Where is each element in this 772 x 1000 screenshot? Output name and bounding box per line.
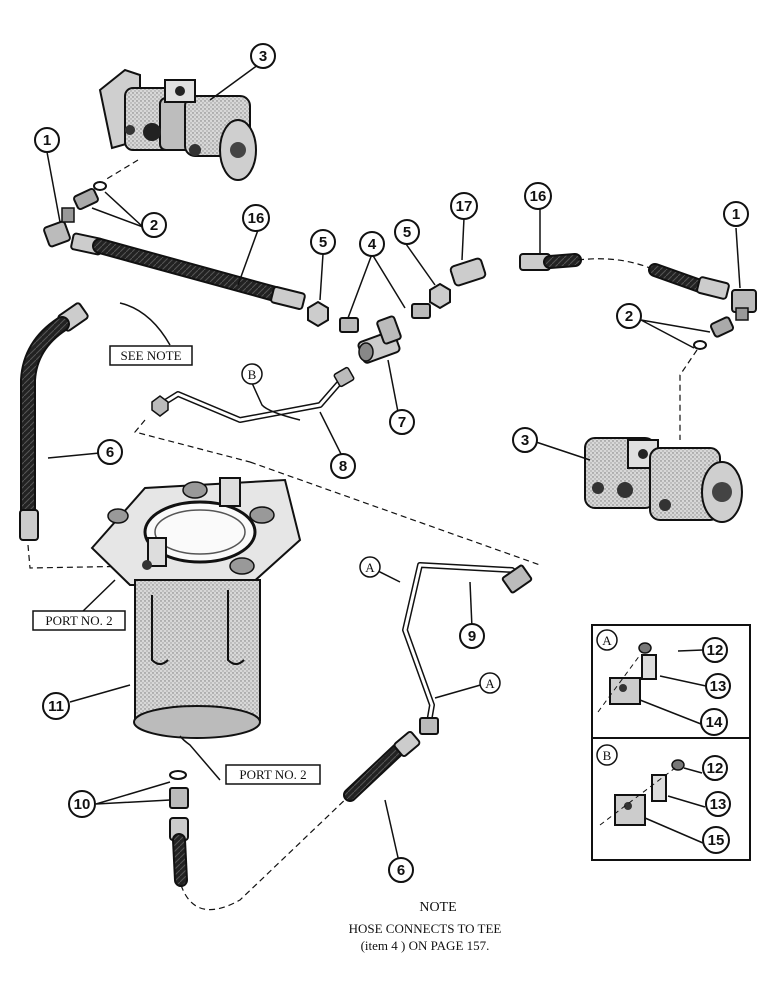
adapter-fitting-right [693, 316, 735, 350]
see-note-label: SEE NOTE [109, 345, 193, 366]
callout-1-left: 1 [34, 127, 60, 153]
port-no2-bottom-text: PORT NO. 2 [239, 767, 306, 782]
callout-16-right-text: 16 [530, 188, 547, 205]
adapter-4-right [411, 303, 431, 319]
note-title: NOTE [419, 900, 456, 915]
callout-5-left-text: 5 [319, 234, 327, 251]
callout-9: 9 [459, 623, 485, 649]
adapter-fitting-left [73, 181, 107, 211]
ref-a-tube-top-text: A [365, 560, 375, 575]
callout-17: 17 [450, 192, 478, 220]
callout-3-right: 3 [512, 427, 538, 453]
hose-assembly-6-left [19, 302, 89, 541]
ref-b-box: B [596, 744, 618, 766]
see-note-text: SEE NOTE [120, 348, 181, 363]
callout-16-left-text: 16 [248, 210, 265, 227]
callout-10-text: 10 [74, 796, 91, 813]
callout-7: 7 [389, 409, 415, 435]
callout-6-bottom: 6 [388, 857, 414, 883]
callout-5-right: 5 [394, 219, 420, 245]
note-block: NOTE HOSE CONNECTS TO TEE (item 4 ) ON P… [349, 900, 502, 953]
callout-1-right: 1 [723, 201, 749, 227]
nut-5-left [307, 300, 329, 328]
callout-11-text: 11 [48, 698, 64, 715]
callout-15-text: 15 [708, 832, 725, 849]
ref-a-tube-bottom: A [479, 672, 501, 694]
callout-4: 4 [359, 231, 385, 257]
tube-8 [151, 366, 355, 423]
hydraulic-pump-top [98, 68, 257, 181]
ref-b-tube: B [241, 363, 263, 385]
callout-14-text: 14 [706, 714, 723, 731]
callout-3-top-text: 3 [259, 48, 267, 65]
port-no2-top-label: PORT NO. 2 [32, 610, 126, 631]
hose-assembly-6-bottom [169, 731, 421, 911]
callout-2-right: 2 [616, 303, 642, 329]
elbow-fitting-right [731, 289, 757, 321]
callout-1-right-text: 1 [732, 206, 740, 223]
callout-13-b: 13 [705, 791, 731, 817]
callout-4-text: 4 [368, 236, 377, 253]
callout-11: 11 [42, 692, 70, 720]
tube-9 [402, 562, 533, 735]
callout-2-left-text: 2 [150, 217, 158, 234]
callout-12-a-text: 12 [707, 642, 724, 659]
port-no2-top-text: PORT NO. 2 [45, 613, 112, 628]
callout-16-right: 16 [524, 182, 552, 210]
callout-2-left: 2 [141, 212, 167, 238]
callout-17-text: 17 [456, 198, 473, 215]
callout-15: 15 [702, 826, 730, 854]
callout-14: 14 [700, 708, 728, 736]
ref-a-box-text: A [602, 633, 612, 648]
callout-5-right-text: 5 [403, 224, 411, 241]
ref-b-box-text: B [603, 748, 612, 763]
callout-16-left: 16 [242, 204, 270, 232]
callout-7-text: 7 [398, 414, 406, 431]
hose-assembly-16-left [70, 232, 306, 310]
elbow-fitting-left [43, 207, 75, 248]
callout-3-top: 3 [250, 43, 276, 69]
detail-box-b [591, 737, 751, 861]
hose-assembly-16-right [519, 253, 730, 300]
elbow-fitting-17 [449, 257, 487, 287]
port-no2-bottom-label: PORT NO. 2 [225, 764, 321, 785]
note-line-2: (item 4 ) ON PAGE 157. [361, 938, 490, 953]
nut-5-right [429, 282, 451, 310]
hydraulic-pump-right [584, 437, 743, 523]
ref-a-box: A [596, 629, 618, 651]
callout-8-text: 8 [339, 458, 347, 475]
adapter-4-left [339, 317, 359, 333]
callout-3-right-text: 3 [521, 432, 529, 449]
callout-8: 8 [330, 453, 356, 479]
callout-13-b-text: 13 [710, 796, 727, 813]
leader-lines [46, 61, 741, 863]
ref-a-tube-top: A [359, 556, 381, 578]
tee-fitting-7 [357, 315, 402, 364]
callout-10: 10 [68, 790, 96, 818]
note-line-1: HOSE CONNECTS TO TEE [349, 921, 502, 936]
callout-12-a: 12 [702, 637, 728, 663]
callout-6-bottom-text: 6 [397, 862, 405, 879]
callout-13-a: 13 [705, 673, 731, 699]
callout-2-right-text: 2 [625, 308, 633, 325]
callout-12-b-text: 12 [707, 760, 724, 777]
callout-5-left: 5 [310, 229, 336, 255]
callout-6-left-text: 6 [106, 444, 114, 461]
ref-b-tube-text: B [248, 367, 257, 382]
fittings-10 [169, 770, 189, 809]
callout-1-left-text: 1 [43, 132, 51, 149]
ref-a-tube-bottom-text: A [485, 676, 495, 691]
callout-6-left: 6 [97, 439, 123, 465]
filter-reservoir-11 [90, 477, 302, 739]
callout-12-b: 12 [702, 755, 728, 781]
callout-9-text: 9 [468, 628, 476, 645]
detail-box-a [591, 624, 751, 739]
callout-13-a-text: 13 [710, 678, 727, 695]
